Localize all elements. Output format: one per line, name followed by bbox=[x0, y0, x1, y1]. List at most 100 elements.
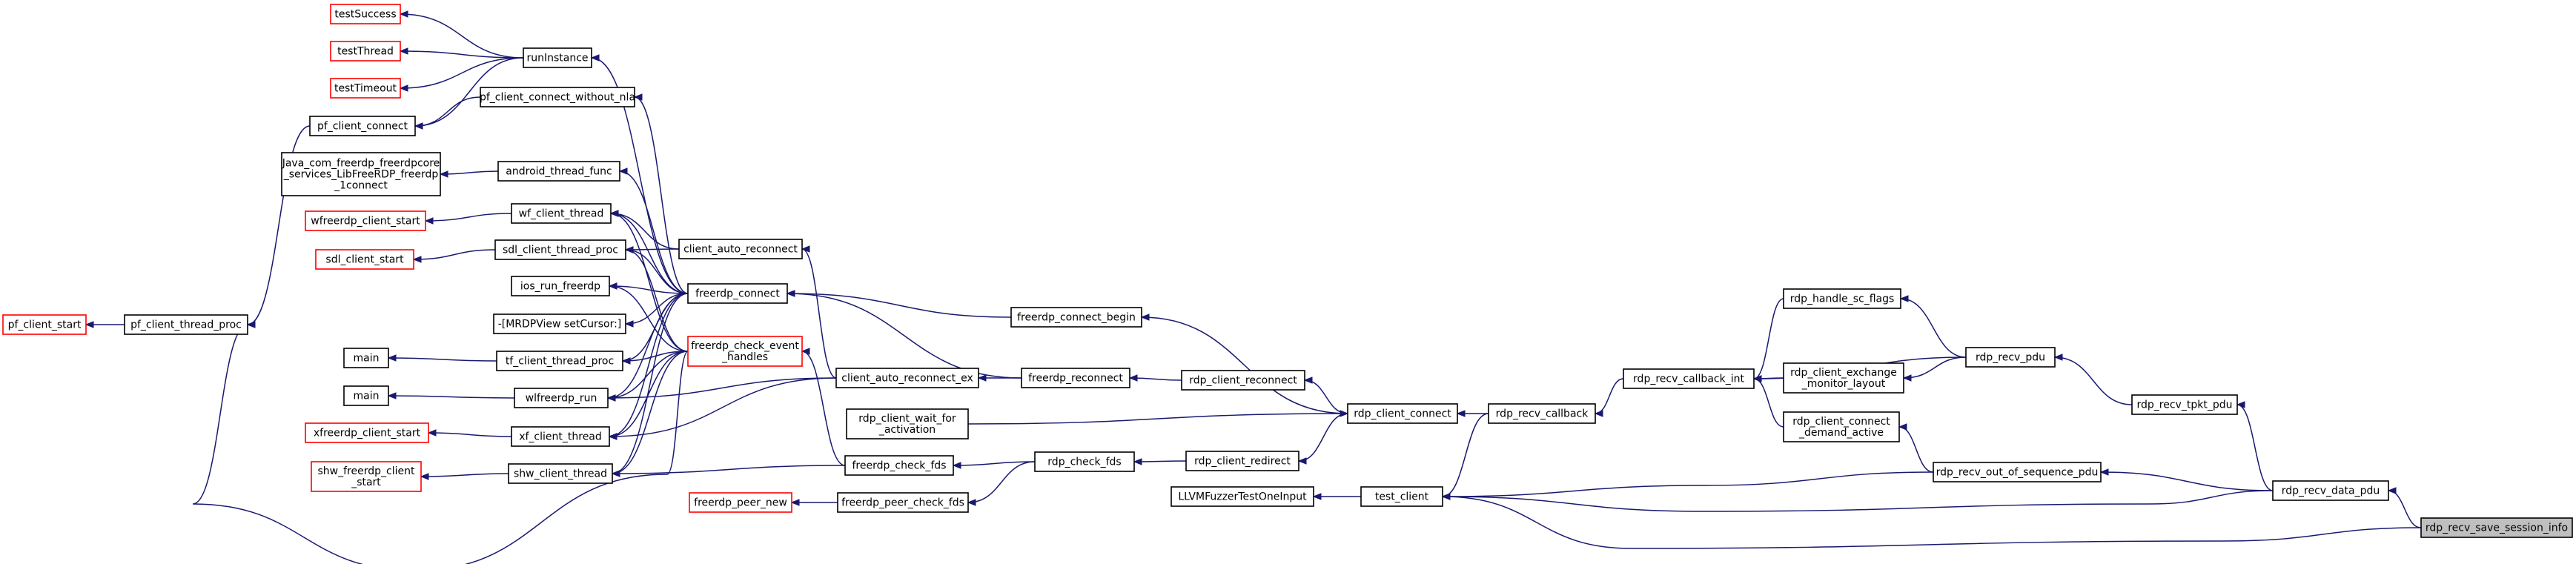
node-rdp-client-redirect[interactable]: rdp_client_redirect bbox=[1185, 451, 1299, 471]
node-rdp-handle-sc-flags[interactable]: rdp_handle_sc_flags bbox=[1783, 288, 1901, 309]
node-rdp-client-wait-for-activation[interactable]: rdp_client_wait_for_activation bbox=[846, 408, 969, 439]
edge-line bbox=[787, 293, 1022, 379]
node-rdp-client-reconnect[interactable]: rdp_client_reconnect bbox=[1181, 370, 1305, 391]
node-wfreerdp-client-start[interactable]: wfreerdp_client_start bbox=[305, 210, 426, 231]
node-test-client[interactable]: test_client bbox=[1360, 486, 1443, 507]
node-label: rdp_client_reconnect bbox=[1189, 375, 1297, 387]
node-label: rdp_check_fds bbox=[1047, 457, 1121, 468]
node-ios-run-freerdp[interactable]: ios_run_freerdp bbox=[511, 276, 610, 296]
node-client-auto-reconnect-ex[interactable]: client_auto_reconnect_ex bbox=[835, 368, 979, 388]
edge-pf_client_start-to-pf_client_thread_proc bbox=[85, 321, 125, 328]
node-wlfreerdp-run[interactable]: wlfreerdp_run bbox=[514, 388, 609, 408]
node-box bbox=[1360, 486, 1443, 507]
edge-line bbox=[1141, 316, 1348, 414]
edge-line bbox=[1442, 413, 1489, 497]
node-rdp-recv-callback-int[interactable]: rdp_recv_callback_int bbox=[1623, 368, 1755, 389]
node-testTimeout[interactable]: testTimeout bbox=[330, 78, 401, 99]
node-freerdp-connect-begin[interactable]: freerdp_connect_begin bbox=[1010, 307, 1142, 328]
node-label: tf_client_thread_proc bbox=[506, 356, 614, 368]
arrowhead-icon bbox=[609, 210, 619, 217]
node-rdp-recv-tpkt-pdu[interactable]: rdp_recv_tpkt_pdu bbox=[2131, 394, 2238, 415]
node-label: sdl_client_start bbox=[325, 254, 404, 266]
edge-freerdp_connect-to-freerdp_connect_begin bbox=[786, 290, 1012, 318]
node-rdp-recv-out-of-sequence-pdu[interactable]: rdp_recv_out_of_sequence_pdu bbox=[1933, 462, 2102, 482]
node-box bbox=[511, 203, 612, 224]
node-freerdp-check-event-handles[interactable]: freerdp_check_event_handles bbox=[687, 336, 803, 367]
edge-main1-to-tf_client_thread_proc bbox=[387, 354, 497, 362]
edge-line bbox=[1903, 356, 1967, 379]
node-main1[interactable]: main bbox=[343, 348, 389, 368]
node-rdp-check-fds[interactable]: rdp_check_fds bbox=[1034, 451, 1135, 472]
edge-line bbox=[967, 413, 1348, 425]
node-rdp-client-connect-demand-active[interactable]: rdp_client_connect_demand_active bbox=[1783, 411, 1900, 442]
node-label: rdp_handle_sc_flags bbox=[1790, 293, 1895, 305]
node-pf-client-connect[interactable]: pf_client_connect bbox=[309, 116, 416, 136]
node-runInstance[interactable]: runInstance bbox=[523, 47, 592, 68]
node-label: android_thread_func bbox=[506, 166, 612, 178]
node-rdp-recv-callback[interactable]: rdp_recv_callback bbox=[1488, 403, 1596, 424]
node-label: testThread bbox=[337, 46, 394, 58]
node-box bbox=[689, 492, 792, 513]
node-label: rdp_recv_save_session_info bbox=[2426, 522, 2568, 534]
node-box bbox=[496, 351, 623, 371]
node-testSuccess[interactable]: testSuccess bbox=[330, 4, 401, 24]
edge-line bbox=[1753, 298, 1784, 379]
edge-rdp_recv_tpkt_pdu-to-rdp_recv_data_pdu bbox=[2236, 401, 2274, 491]
node-android-thread-func[interactable]: android_thread_func bbox=[497, 161, 620, 182]
edge-wf_client_thread-to-freerdp_check_event_handles bbox=[609, 210, 689, 352]
edge-line bbox=[247, 125, 311, 325]
node-client-auto-reconnect[interactable]: client_auto_reconnect bbox=[678, 239, 803, 259]
node-shw-freerdp-client-start[interactable]: shw_freerdp_client_start bbox=[311, 461, 422, 492]
edge-rdp_handle_sc_flags-to-rdp_recv_pdu bbox=[1899, 295, 1967, 358]
edge-xf_client_thread-to-client_auto_reconnect_ex bbox=[608, 377, 837, 440]
node-label: rdp_recv_out_of_sequence_pdu bbox=[1936, 467, 2099, 479]
node-freerdp-peer-check-fds[interactable]: freerdp_peer_check_fds bbox=[837, 492, 969, 513]
edge-line bbox=[414, 57, 524, 127]
arrowhead-icon bbox=[1594, 410, 1603, 417]
node-main2[interactable]: main bbox=[343, 385, 389, 406]
edge-line bbox=[609, 285, 689, 294]
arrowhead-icon bbox=[1902, 374, 1912, 382]
node-box bbox=[2131, 394, 2238, 415]
node-sdl-client-start[interactable]: sdl_client_start bbox=[315, 249, 414, 270]
node-label: xfreerdp_client_start bbox=[314, 428, 421, 439]
arrowhead-icon bbox=[1898, 423, 1907, 431]
node-box bbox=[497, 161, 620, 182]
node-shw-client-thread[interactable]: shw_client_thread bbox=[508, 463, 613, 484]
node-freerdp-check-fds[interactable]: freerdp_check_fds bbox=[844, 455, 954, 476]
node-mrdpview[interactable]: -[MRDPView setCursor:] bbox=[493, 313, 626, 334]
node-wf-client-thread[interactable]: wf_client_thread bbox=[511, 203, 612, 224]
node-java-connect[interactable]: Java_com_freerdp_freerdpcore_services_Li… bbox=[281, 152, 441, 196]
node-tf-client-thread-proc[interactable]: tf_client_thread_proc bbox=[496, 351, 623, 371]
node-label: rdp_recv_callback bbox=[1496, 408, 1589, 420]
arrowhead-icon bbox=[2053, 354, 2063, 361]
node-xf-client-thread[interactable]: xf_client_thread bbox=[511, 426, 610, 447]
edge-android_thread_func-to-freerdp_connect bbox=[618, 167, 689, 294]
arrowhead-icon bbox=[1456, 410, 1466, 417]
node-box bbox=[309, 116, 416, 136]
node-sdl-client-thread-proc[interactable]: sdl_client_thread_proc bbox=[494, 239, 626, 260]
node-rdp-recv-data-pdu[interactable]: rdp_recv_data_pdu bbox=[2272, 480, 2389, 501]
node-rdp-client-exchange-monitor-layout[interactable]: rdp_client_exchange_monitor_layout bbox=[1783, 362, 1904, 394]
node-rdp-recv-pdu[interactable]: rdp_recv_pdu bbox=[1965, 347, 2056, 368]
node-label: rdp_client_connect bbox=[1354, 408, 1451, 420]
node-box bbox=[305, 422, 429, 443]
node-label: xf_client_thread bbox=[519, 431, 602, 443]
node-label: ios_run_freerdp bbox=[520, 281, 600, 293]
arrowhead-icon bbox=[420, 473, 429, 480]
node-llvm-fuzzer[interactable]: LLVMFuzzerTestOneInput bbox=[1171, 486, 1314, 507]
node-testThread[interactable]: testThread bbox=[330, 41, 401, 62]
node-box bbox=[835, 368, 979, 388]
edge-java_connect-to-android_thread_func bbox=[439, 170, 499, 178]
node-pf-client-thread-proc[interactable]: pf_client_thread_proc bbox=[124, 314, 248, 335]
node-pf-client-start[interactable]: pf_client_start bbox=[2, 314, 87, 335]
node-label: _services_LibFreeRDP_freerdp bbox=[283, 169, 439, 181]
node-box bbox=[493, 313, 626, 334]
node-pf-client-connect-without-nla[interactable]: pf_client_connect_without_nla bbox=[480, 87, 635, 107]
node-freerdp-connect[interactable]: freerdp_connect bbox=[687, 283, 788, 304]
node-xfreerdp-client-start[interactable]: xfreerdp_client_start bbox=[305, 422, 429, 443]
edge-tf_client_thread_proc-to-freerdp_check_event_handles bbox=[621, 351, 689, 365]
node-freerdp-reconnect[interactable]: freerdp_reconnect bbox=[1021, 368, 1130, 388]
node-rdp-client-connect[interactable]: rdp_client_connect bbox=[1347, 403, 1458, 424]
node-freerdp-peer-new[interactable]: freerdp_peer_new bbox=[689, 492, 792, 513]
